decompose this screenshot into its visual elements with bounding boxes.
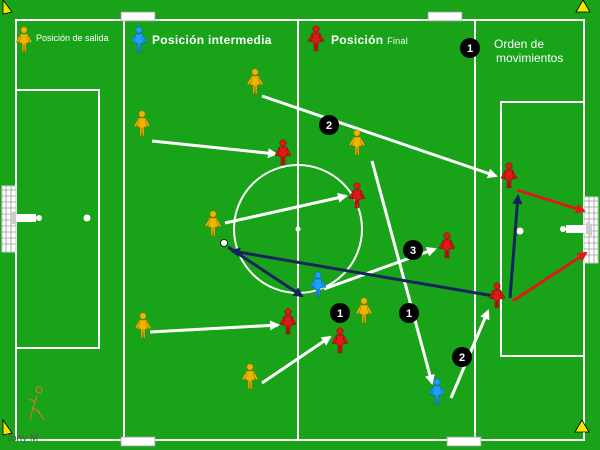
badge-legend-number: 1 [467, 43, 473, 55]
legend-icon-salida [15, 26, 33, 53]
navy-arrows [227, 194, 523, 299]
arrow-white-long-run [370, 160, 435, 385]
red-arrows [512, 188, 588, 303]
arrow-red-lower [512, 251, 588, 303]
arrow-white-bottom [261, 335, 332, 385]
legend-final-small: Final [387, 36, 409, 46]
badge-number: 2 [326, 120, 332, 132]
goal-left [1, 185, 17, 253]
legend-orden-label: Orden de movimientos [488, 37, 563, 65]
arrow-white-center [224, 192, 348, 225]
legend-orden-line2: movimientos [496, 51, 564, 65]
legend-icon-final [307, 25, 325, 52]
order-badges: 1 2 3 1 1 2 [319, 38, 480, 367]
legend-orden-line1: Orden de [494, 37, 545, 51]
goalkeeper-right [560, 222, 592, 236]
badge-1-right: 1 [399, 303, 419, 323]
ball [220, 239, 228, 247]
legend-final-main: Posición [331, 33, 384, 47]
arrow-navy-long [230, 247, 495, 298]
badge-number: 3 [410, 245, 416, 257]
badge-number: 1 [406, 308, 412, 320]
pitch-spots [83, 214, 524, 235]
badge-number: 2 [459, 352, 465, 364]
goalkeeper-left [10, 211, 42, 225]
badge-number: 1 [337, 308, 343, 320]
arrow-white-top-diagonal [261, 94, 498, 179]
arrow-red-upper [516, 188, 586, 214]
badge-2-top: 2 [319, 115, 339, 135]
credit-logo [28, 386, 45, 421]
badge-3: 3 [403, 240, 423, 260]
legend-intermedia-label: Posición intermedia [152, 33, 272, 47]
badge-2-bottom: 2 [452, 347, 472, 367]
credit-text: Tony M [6, 433, 39, 444]
badge-1-center: 1 [330, 303, 350, 323]
legend-final-label: Posición Final [331, 33, 408, 47]
corner-cones [2, 0, 591, 436]
arrow-white-left-lower [149, 320, 280, 334]
mini-goals [120, 11, 482, 447]
badge-legend: 1 [460, 38, 480, 58]
arrow-navy-up [508, 194, 523, 299]
arrow-white-left-upper [151, 139, 278, 159]
legend-icon-intermedia [130, 26, 148, 53]
legend-salida-label: Posición de salida [36, 33, 109, 43]
arrow-navy-short [227, 245, 304, 298]
